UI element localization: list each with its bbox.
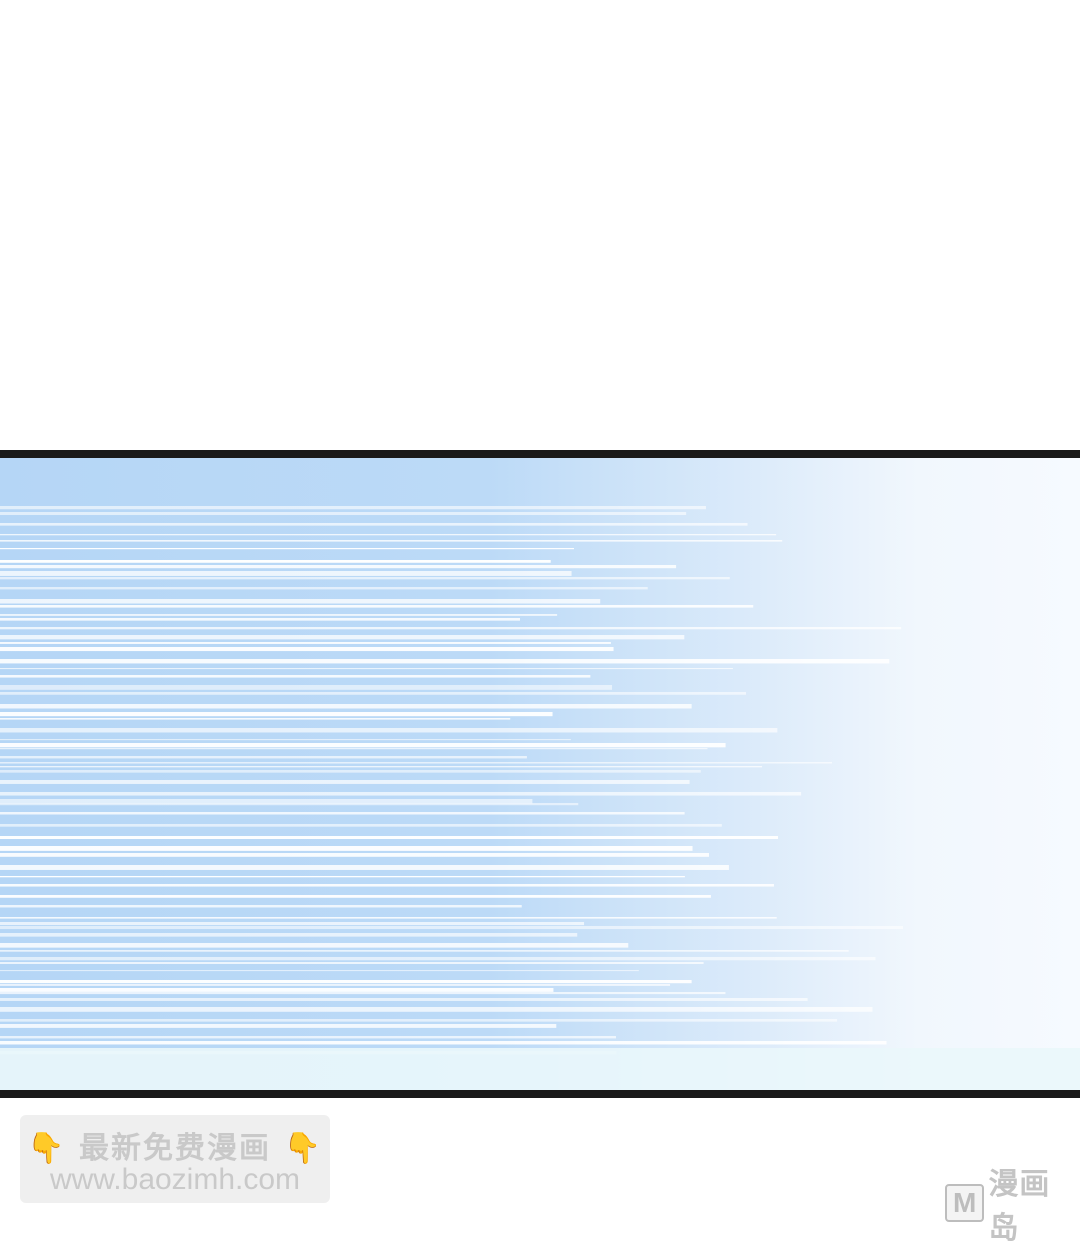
speed-line [0,668,733,670]
speed-line [0,577,730,580]
speed-line [0,756,527,759]
pointing-down-icon: 👇 [283,1131,323,1166]
speed-line [0,675,591,678]
speed-line [0,1019,838,1022]
speed-line [0,587,648,590]
speed-line [0,506,706,510]
speed-line [0,922,585,926]
speed-line [0,943,629,948]
speed-line [0,998,808,1001]
speed-line [0,548,575,550]
speed-line [0,762,833,764]
speed-line [0,647,614,652]
speed-line [0,540,783,542]
speed-line [0,599,601,604]
speed-line [0,635,685,640]
speed-line [0,627,902,630]
speed-line [0,812,685,815]
site-watermark: M 漫画岛 [945,1167,1080,1246]
speed-line [0,523,748,526]
speed-line [0,905,522,908]
speed-line [0,926,903,930]
speed-line [0,933,578,937]
speed-line [0,692,747,695]
promo-banner[interactable]: 👇 最新免费漫画 👇 www.baozimh.com [20,1115,330,1203]
speed-line [0,884,774,887]
comic-panel [0,450,1080,1098]
speed-line [0,642,611,644]
speed-line [0,605,754,608]
speed-line [0,565,677,569]
speed-line [0,512,687,516]
speed-line [0,1024,557,1028]
speed-line [0,685,613,690]
speed-line [0,988,554,992]
speed-line [0,876,685,878]
bottom-haze [0,1048,1080,1090]
speed-line [0,571,572,576]
speed-line [0,865,729,870]
speed-line [0,1036,616,1039]
speed-line [0,950,849,952]
speed-line [0,618,521,621]
speed-line [0,748,708,750]
speed-line [0,1007,873,1012]
pointing-down-icon: 👇 [27,1131,67,1166]
speed-line [0,704,692,709]
speed-line [0,614,558,616]
speed-lines [0,506,1080,1090]
speed-line [0,534,777,536]
speed-line [0,962,704,965]
speed-line [0,853,710,857]
speed-line [0,992,726,995]
speed-line [0,836,779,839]
promo-title-row: 👇 最新免费漫画 👇 [20,1123,330,1167]
speed-line [0,739,571,741]
speed-line [0,780,690,784]
speed-line [0,770,701,773]
promo-url[interactable]: www.baozimh.com [49,1163,301,1196]
watermark-logo-icon: M [945,1184,985,1222]
speed-line [0,712,553,717]
blank-area [0,0,1080,450]
speed-line [0,718,511,720]
speed-line [0,824,722,827]
speed-line [0,1041,887,1045]
speed-line [0,846,693,851]
speed-line [0,560,551,563]
speed-line [0,984,671,986]
speed-line [0,980,692,984]
speed-line [0,957,876,961]
speed-line [0,659,890,664]
speed-lines-panel [0,458,1080,1090]
speed-line [0,970,639,972]
speed-line [0,803,579,806]
speed-line [0,917,777,919]
promo-title: 最新免费漫画 [79,1131,271,1166]
speed-line [0,743,726,748]
speed-line [0,792,802,796]
speed-line [0,728,778,733]
watermark-text: 漫画岛 [988,1167,1051,1246]
speed-line [0,799,533,804]
speed-line [0,895,711,898]
speed-line [0,766,763,768]
